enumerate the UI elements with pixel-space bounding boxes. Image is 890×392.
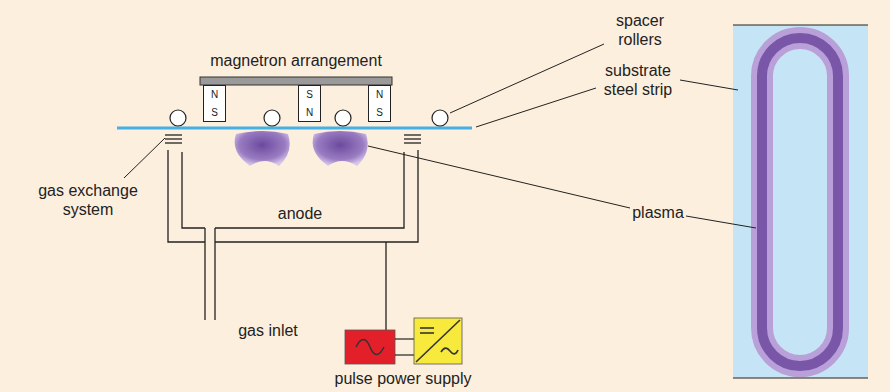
plasma-blob	[235, 131, 290, 166]
strip-top-view	[733, 25, 868, 378]
converter-symbol	[416, 320, 460, 362]
magnet-block: NS	[368, 85, 391, 122]
pole-letter: N	[376, 89, 383, 100]
part-label: substrate steel strip	[593, 61, 683, 99]
magnet-block: NS	[203, 85, 226, 122]
gas-exchange-slots	[165, 135, 421, 143]
sine-symbol	[356, 340, 384, 355]
part-label: plasma	[613, 203, 703, 222]
part-label: anode	[260, 204, 340, 223]
part-label: pulse power supply	[313, 369, 493, 388]
steel-strip	[117, 127, 472, 130]
wire	[395, 338, 414, 339]
plasma-racetrack	[762, 38, 838, 366]
pole-letter: S	[211, 107, 218, 118]
part-label: spacer rollers	[600, 11, 680, 49]
plasma-racetrack-halo	[762, 38, 838, 366]
part-label: gas inlet	[218, 321, 318, 340]
dc-converter	[414, 318, 462, 364]
pulse-generator	[345, 330, 395, 364]
pole-letter: N	[306, 107, 313, 118]
magnetron-bar	[200, 77, 392, 85]
pole-letter: S	[306, 89, 313, 100]
leader-lines	[124, 44, 756, 228]
plasma-blob	[313, 131, 368, 166]
wire	[395, 354, 414, 355]
strip-edge	[733, 378, 868, 379]
pole-letter: S	[376, 107, 383, 118]
part-label: magnetron arrangement	[186, 51, 406, 70]
magnet-block: SN	[298, 85, 321, 122]
part-label: gas exchange system	[33, 181, 143, 219]
anode-chamber	[168, 150, 418, 330]
pole-letter: N	[211, 89, 218, 100]
strip-edge	[733, 25, 868, 26]
